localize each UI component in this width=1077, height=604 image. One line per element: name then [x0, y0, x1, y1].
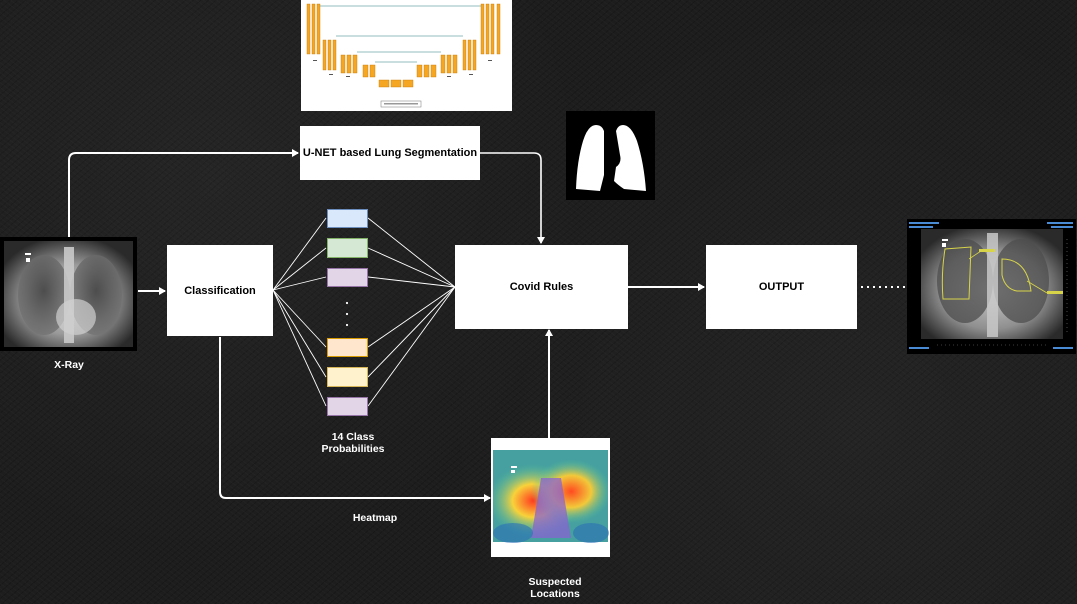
- heatmap-label: Heatmap: [352, 512, 398, 524]
- xray-label: X-Ray: [54, 359, 84, 371]
- fan-lines-out: [367, 217, 456, 407]
- suspected-locations-label: Suspected Locations: [505, 576, 605, 600]
- suspected-label-line1: Suspected: [528, 576, 582, 588]
- segmentation-to-rules-arrow: [480, 152, 545, 244]
- class-probability-2: [327, 238, 368, 258]
- segmentation-box: U-NET based Lung Segmentation: [300, 126, 480, 180]
- classification-box: Classification: [167, 245, 273, 336]
- heatmap-image: [491, 438, 610, 557]
- covid-rules-box: Covid Rules: [455, 245, 628, 329]
- probabilities-label-line1: 14 Class: [331, 431, 375, 443]
- ellipsis-dots: [345, 301, 349, 327]
- output-annotated-xray-image: [907, 219, 1076, 354]
- suspected-label-line2: Locations: [530, 588, 580, 600]
- class-probability-1: [327, 209, 368, 228]
- lung-mask-image: [566, 111, 655, 200]
- output-box: OUTPUT: [706, 245, 857, 329]
- probabilities-label-line2: Probabilities: [321, 443, 385, 455]
- class-probability-4: [327, 338, 368, 357]
- xray-to-segmentation-arrow: [68, 149, 299, 237]
- classification-to-heatmap-arrow: [219, 337, 491, 502]
- probabilities-label: 14 Class Probabilities: [303, 431, 403, 455]
- xray-input-image: [0, 237, 137, 351]
- fan-lines-in: [272, 217, 327, 407]
- unet-architecture-image: [301, 0, 512, 111]
- class-probability-3: [327, 268, 368, 287]
- class-probability-6: [327, 397, 368, 416]
- class-probability-5: [327, 367, 368, 387]
